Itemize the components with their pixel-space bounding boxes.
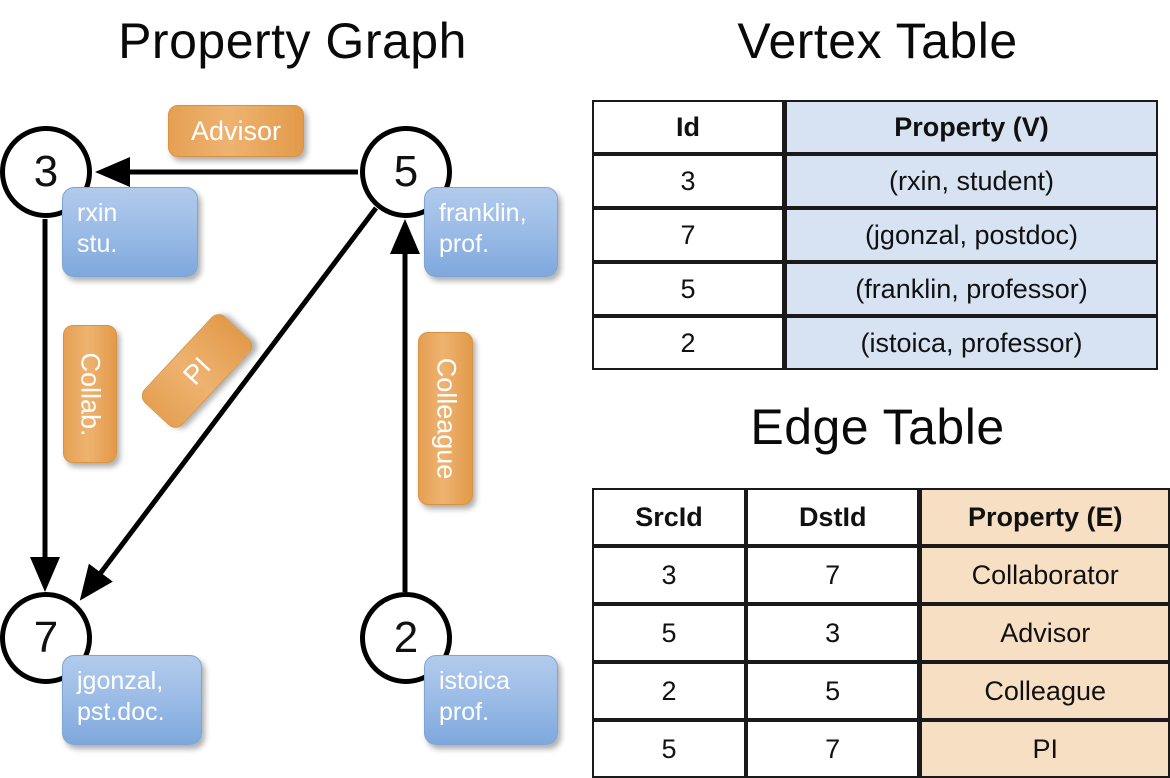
- callout-line-1: jgonzal,: [77, 667, 164, 695]
- vertex-table-header-row: Id Property (V): [592, 100, 1158, 154]
- edge-property-cell: Advisor: [919, 604, 1170, 662]
- node-2[interactable]: 2: [360, 592, 452, 684]
- page-title-vertex-table: Vertex Table: [737, 13, 1018, 69]
- edge-srcid-cell: 3: [592, 546, 746, 604]
- edge-table-header-row: SrcId DstId Property (E): [592, 488, 1170, 546]
- callout-line-1: franklin,: [439, 199, 527, 227]
- vertex-property-cell: (jgonzal, postdoc): [784, 208, 1158, 262]
- node-property-callout-rxin: rxin stu.: [62, 187, 198, 277]
- edge-property-cell: PI: [919, 720, 1170, 778]
- edge-label-collab: Collab.: [63, 325, 117, 463]
- edge-srcid-cell: 5: [592, 604, 746, 662]
- edge-srcid-cell: 2: [592, 662, 746, 720]
- page-title-property-graph: Property Graph: [118, 13, 467, 69]
- edge-table-header-srcid: SrcId: [592, 488, 746, 546]
- edge-dstid-cell: 3: [745, 604, 920, 662]
- edge-label-pi-text: PI: [176, 351, 217, 391]
- edge-property-cell: Collaborator: [919, 546, 1170, 604]
- node-property-callout-jgonzal: jgonzal, pst.doc.: [62, 655, 202, 745]
- edge-property-cell: Colleague: [919, 662, 1170, 720]
- node-5[interactable]: 5: [360, 126, 452, 218]
- vertex-property-cell: (franklin, professor): [784, 262, 1158, 316]
- vertex-table-header-property: Property (V): [784, 100, 1158, 154]
- callout-line-2: prof.: [439, 230, 490, 259]
- graph-edge-lines: [30, 157, 420, 601]
- table-row[interactable]: 7 (jgonzal, postdoc): [592, 208, 1158, 262]
- table-row[interactable]: 3 (rxin, student): [592, 154, 1158, 208]
- property-graph-diagram: 3 5 7 2 rxin stu. franklin, prof. jgonza…: [0, 0, 585, 760]
- edge-line-pi: [79, 206, 378, 601]
- edge-label-advisor-text: Advisor: [190, 115, 282, 146]
- edge-label-advisor: Advisor: [168, 105, 304, 157]
- edge-dstid-cell: 7: [745, 720, 920, 778]
- vertex-id-cell: 7: [592, 208, 784, 262]
- table-row[interactable]: 5 (franklin, professor): [592, 262, 1158, 316]
- page-title-edge-table: Edge Table: [750, 399, 1005, 455]
- edge-srcid-cell: 5: [592, 720, 746, 778]
- node-property-callout-istoica: istoica prof.: [424, 655, 558, 745]
- edge-label-colleague-text: Colleague: [431, 357, 461, 480]
- edge-label-colleague: Colleague: [418, 332, 473, 505]
- vertex-table: Id Property (V) 3 (rxin, student) 7 (jgo…: [592, 100, 1158, 370]
- table-row[interactable]: 2 5 Colleague: [592, 662, 1170, 720]
- table-row[interactable]: 2 (istoica, professor): [592, 316, 1158, 370]
- edge-table-header-dstid: DstId: [745, 488, 920, 546]
- callout-line-1: rxin: [77, 199, 118, 227]
- edge-table-header-property: Property (E): [919, 488, 1170, 546]
- edge-label-collab-text: Collab.: [75, 351, 106, 437]
- callout-line-2: prof.: [439, 698, 490, 727]
- vertex-property-cell: (rxin, student): [784, 154, 1158, 208]
- callout-line-1: istoica: [439, 667, 510, 695]
- vertex-table-header-id: Id: [592, 100, 784, 154]
- node-property-callout-franklin: franklin, prof.: [424, 187, 558, 277]
- table-row[interactable]: 3 7 Collaborator: [592, 546, 1170, 604]
- edge-table: SrcId DstId Property (E) 3 7 Collaborato…: [592, 488, 1170, 778]
- callout-line-2: stu.: [77, 230, 118, 259]
- edge-dstid-cell: 7: [745, 546, 920, 604]
- callout-line-2: pst.doc.: [77, 698, 165, 727]
- table-row[interactable]: 5 3 Advisor: [592, 604, 1170, 662]
- edge-dstid-cell: 5: [745, 662, 920, 720]
- vertex-id-cell: 2: [592, 316, 784, 370]
- vertex-id-cell: 3: [592, 154, 784, 208]
- table-row[interactable]: 5 7 PI: [592, 720, 1170, 778]
- vertex-property-cell: (istoica, professor): [784, 316, 1158, 370]
- vertex-id-cell: 5: [592, 262, 784, 316]
